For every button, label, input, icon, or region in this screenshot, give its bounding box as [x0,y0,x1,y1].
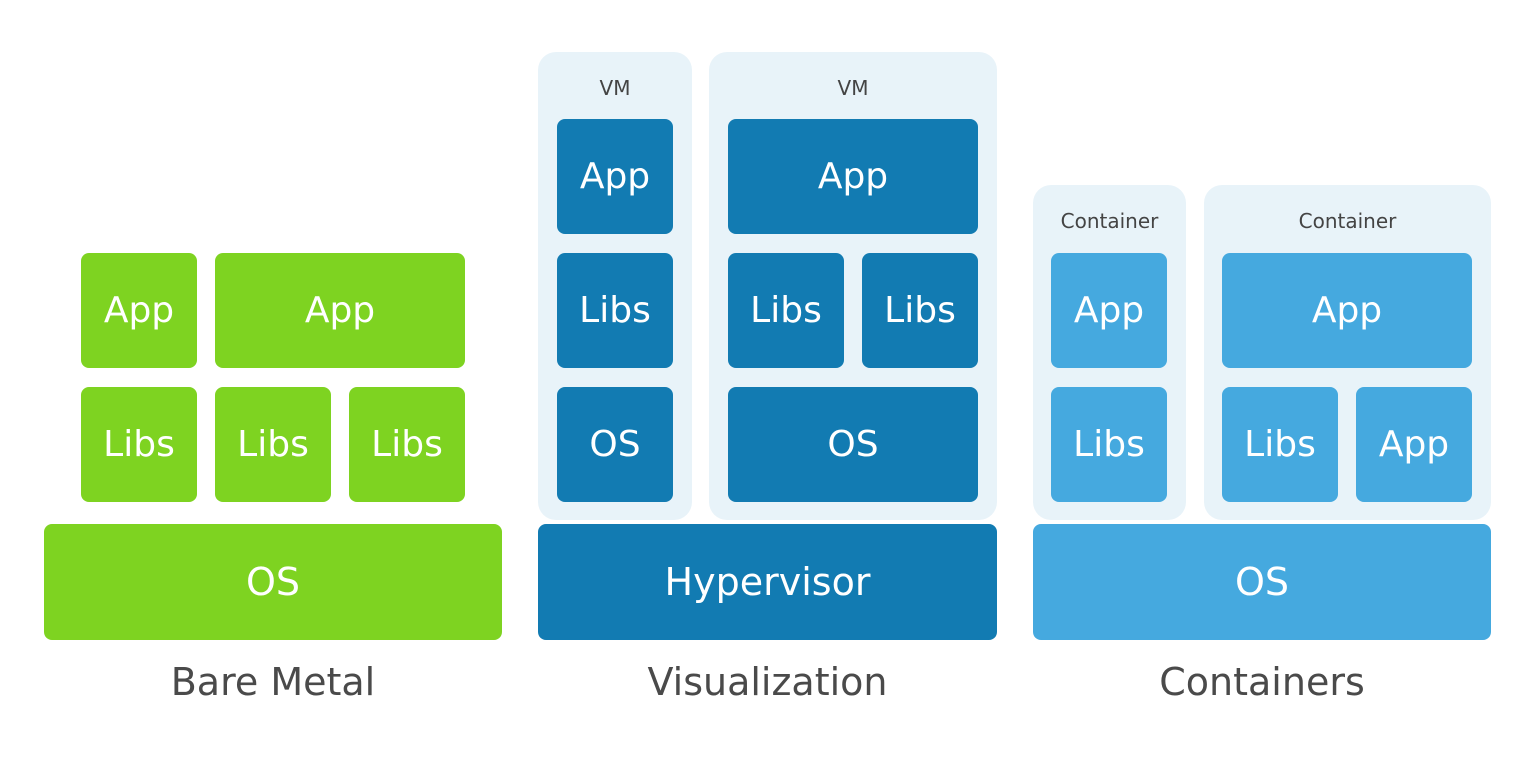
containers-caption: Containers [1159,660,1365,704]
bare-metal-app-2: App [215,253,465,368]
container-2-app-bottom: App [1356,387,1472,502]
vm-label-1: VM [599,76,631,100]
bare-metal-libs-3: Libs [349,387,465,502]
vm-label-2: VM [837,76,869,100]
vm-1-libs: Libs [557,253,673,368]
container-2-libs: Libs [1222,387,1338,502]
virtualization-caption: Visualization [647,660,888,704]
bare-metal-libs-2: Libs [215,387,331,502]
container-label-2: Container [1298,209,1397,233]
containers-os: OS [1033,524,1491,640]
vm-1-app: App [557,119,673,234]
container-2-app: App [1222,253,1472,368]
hypervisor: Hypervisor [538,524,997,640]
bare-metal-caption: Bare Metal [170,660,376,704]
vm-1-os: OS [557,387,673,502]
vm-2-libs-1: Libs [728,253,844,368]
bare-metal-os: OS [44,524,502,640]
bare-metal-libs-1: Libs [81,387,197,502]
bare-metal-app-1: App [81,253,197,368]
container-1-libs: Libs [1051,387,1167,502]
vm-2-libs-2: Libs [862,253,978,368]
container-1-app: App [1051,253,1167,368]
vm-2-app: App [728,119,978,234]
container-label-1: Container [1060,209,1159,233]
vm-2-os: OS [728,387,978,502]
